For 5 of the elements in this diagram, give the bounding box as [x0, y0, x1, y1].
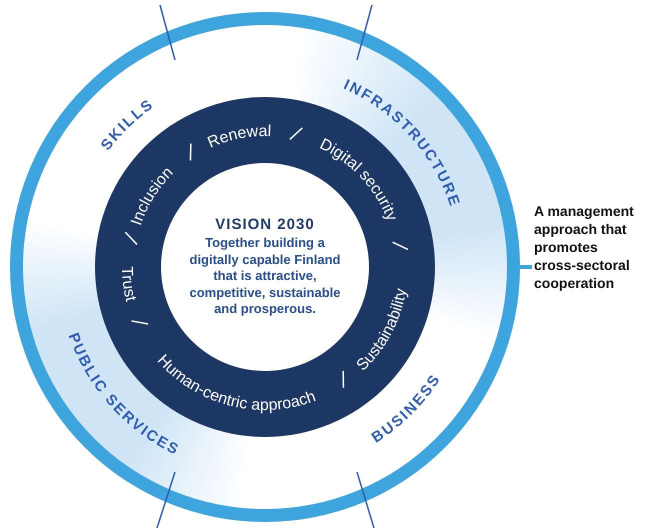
- principle-label: Renewal: [205, 122, 272, 152]
- vision-title: VISION 2030: [215, 216, 315, 234]
- leader-line: [520, 265, 532, 269]
- annotation-text: A management approach that promotes cross-sectoral cooperation: [534, 203, 634, 291]
- vision-statement: Together building a digitally capable Finland that is attractive, competitive, sustainable and prosperous.: [188, 235, 342, 318]
